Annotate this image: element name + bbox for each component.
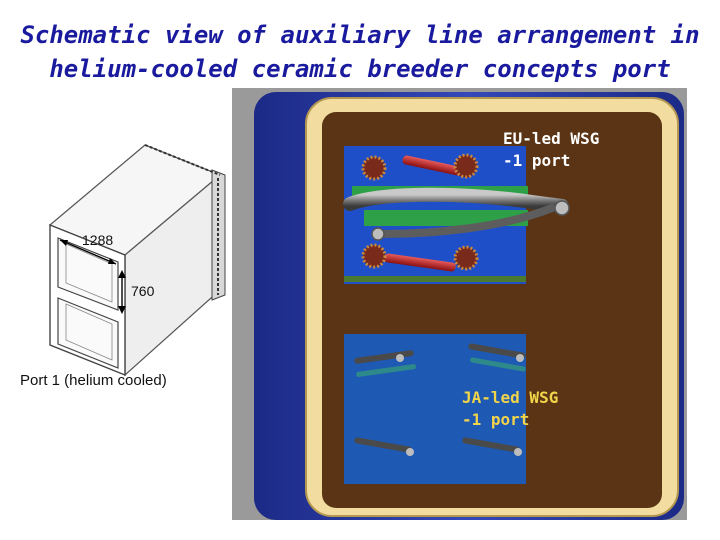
height-dimension-label: 760: [131, 283, 155, 299]
width-dimension-arrow: [59, 239, 117, 265]
eu-wsg-label: EU-led WSG -1 port: [503, 128, 599, 172]
ja-wsg-label-line-1: JA-led WSG: [462, 388, 559, 407]
width-arrowhead-right: [108, 258, 116, 264]
ja-wsg-label-line-2: -1 port: [462, 410, 530, 429]
port-isometric-sketch: [48, 144, 226, 377]
height-arrowhead-bottom: [118, 306, 126, 314]
sketch-top-edge-detail: [144, 144, 221, 176]
eu-wsg-label-line-2: -1 port: [503, 151, 571, 170]
height-arrowhead-top: [118, 270, 126, 278]
slide-title-line-1: Schematic view of auxiliary line arrange…: [20, 21, 700, 49]
width-dimension-label: 1288: [82, 232, 114, 248]
eu-grey-lower-pipe: [378, 204, 556, 238]
cad-port-render: [232, 88, 687, 520]
eu-red-pipe-top: [402, 155, 472, 178]
eu-red-pipe-bottom: [384, 253, 456, 272]
ja-wsg-label: JA-led WSG -1 port: [462, 387, 558, 431]
port-caption: Port 1 (helium cooled): [20, 372, 167, 389]
sketch-upper-opening: [57, 237, 119, 311]
eu-bottom-rail: [344, 276, 526, 282]
sketch-upper-opening-inner: [65, 243, 113, 303]
eu-grey-main-pipe: [343, 187, 569, 213]
eu-wsg-label-line-1: EU-led WSG: [503, 129, 600, 148]
sketch-lower-opening: [57, 297, 119, 369]
width-arrowhead-left: [60, 240, 68, 246]
sketch-lower-opening-inner: [65, 303, 113, 361]
eu-connectors: [361, 153, 570, 271]
ja-pipes: [354, 343, 526, 456]
slide-title-line-2: helium-cooled ceramic breeder concepts p…: [49, 55, 671, 83]
slide-title: Schematic view of auxiliary line arrange…: [0, 18, 720, 86]
